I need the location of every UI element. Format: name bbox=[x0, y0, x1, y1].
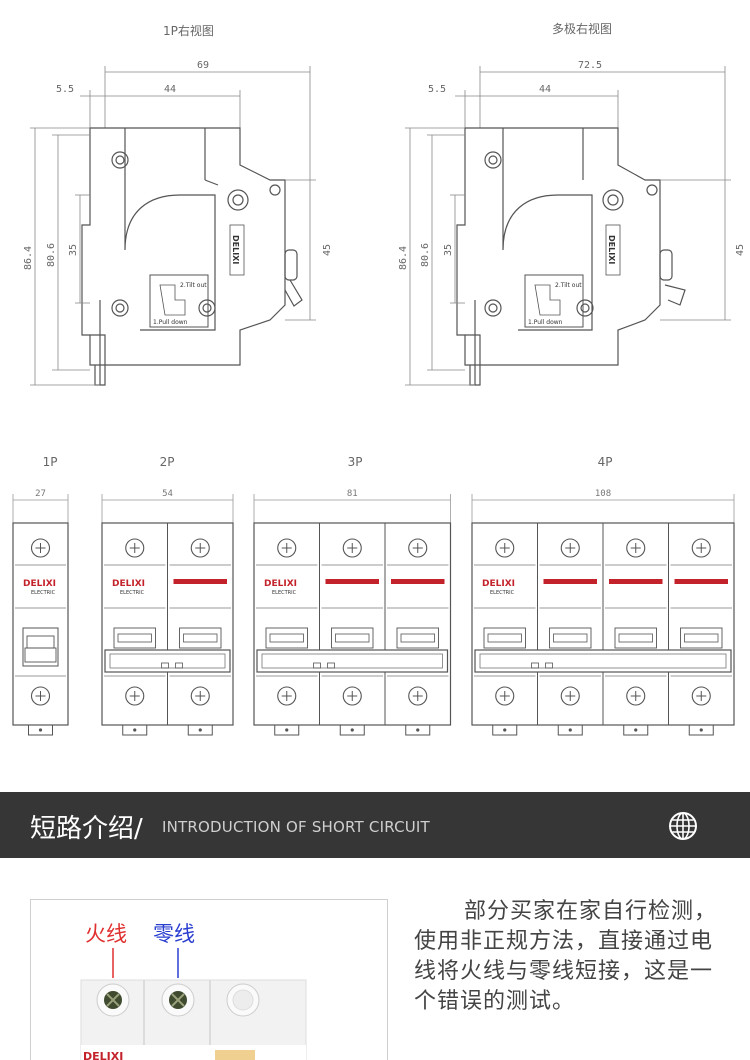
section-title-en: INTRODUCTION OF SHORT CIRCUIT bbox=[162, 818, 430, 836]
dim-multi-h-rail: 80.6 bbox=[420, 243, 431, 267]
dim-1p-h-35: 35 bbox=[68, 244, 79, 256]
label-pull-down: 1.Pull down bbox=[153, 319, 188, 326]
dim-multi-width: 72.5 bbox=[578, 60, 602, 71]
dim-1p-h-45: 45 bbox=[322, 244, 333, 256]
technical-drawings: 69 5.5 44 86.4 80.6 35 45 2.Tilt out 1.P… bbox=[12, 60, 746, 736]
label-tilt-out: 2.Tilt out bbox=[180, 282, 207, 289]
red-strip bbox=[325, 579, 379, 584]
label-pull-down-multi: 1.Pull down bbox=[528, 319, 563, 326]
side-view-1p bbox=[30, 66, 316, 386]
dim-1p-width: 69 bbox=[197, 60, 209, 71]
front-view-width: 54 bbox=[162, 489, 173, 499]
red-strip bbox=[391, 579, 445, 584]
tie-bar bbox=[104, 649, 231, 673]
front-view-width: 108 bbox=[595, 489, 611, 499]
tie-bar bbox=[256, 649, 449, 673]
tie-bar bbox=[474, 649, 732, 673]
side-view-multi bbox=[405, 66, 731, 386]
section-header-band bbox=[0, 792, 750, 858]
front-brand: DELIXI bbox=[264, 579, 297, 589]
front-view-label: 4P bbox=[598, 455, 613, 469]
front-view-label: 2P bbox=[160, 455, 175, 469]
vertical-brand-multi: DELIXI bbox=[607, 235, 616, 264]
dim-1p-offset: 5.5 bbox=[56, 84, 74, 95]
label-tilt-out-multi: 2.Tilt out bbox=[555, 282, 582, 289]
dim-1p-h-rail: 80.6 bbox=[46, 243, 57, 267]
dim-1p-h-total: 86.4 bbox=[23, 246, 34, 270]
front-view-label: 1P bbox=[43, 455, 58, 469]
red-strip bbox=[173, 579, 227, 584]
front-brand-sub: ELECTRIC bbox=[490, 590, 515, 596]
front-view-width: 81 bbox=[347, 489, 358, 499]
section-title-cn: 短路介绍/ bbox=[30, 814, 143, 844]
red-strip bbox=[543, 579, 597, 584]
short-circuit-photo: DELIXI bbox=[30, 899, 388, 1060]
front-brand-sub: ELECTRIC bbox=[120, 590, 145, 596]
front-views: 1P27DELIXIELECTRIC2P54DELIXIELECTRIC3P81… bbox=[12, 455, 735, 736]
front-view-width: 27 bbox=[35, 489, 46, 499]
front-brand: DELIXI bbox=[23, 579, 56, 589]
side-view-multi-title: 多极右视图 bbox=[552, 22, 613, 36]
dim-multi-h-total: 86.4 bbox=[398, 246, 409, 270]
dim-multi-h-35: 35 bbox=[443, 244, 454, 256]
short-circuit-description: 部分买家在家自行检测，使用非正规方法，直接通过电线将火线与零线短接，这是一个错误… bbox=[414, 899, 718, 1014]
dim-multi-offset: 5.5 bbox=[428, 84, 446, 95]
front-brand: DELIXI bbox=[482, 579, 515, 589]
live-wire-label: 火线 bbox=[85, 922, 127, 946]
side-view-1p-title: 1P右视图 bbox=[163, 24, 214, 38]
dim-1p-inner: 44 bbox=[164, 84, 176, 95]
globe-icon bbox=[669, 812, 697, 840]
red-strip bbox=[609, 579, 663, 584]
dim-multi-inner: 44 bbox=[539, 84, 551, 95]
neutral-wire-label: 零线 bbox=[153, 922, 195, 946]
front-brand: DELIXI bbox=[112, 579, 145, 589]
front-view-label: 3P bbox=[348, 455, 363, 469]
front-brand-sub: ELECTRIC bbox=[31, 590, 56, 596]
vertical-brand-1p: DELIXI bbox=[231, 235, 240, 264]
red-strip bbox=[674, 579, 728, 584]
front-brand-sub: ELECTRIC bbox=[272, 590, 297, 596]
dim-multi-h-45: 45 bbox=[735, 244, 746, 256]
